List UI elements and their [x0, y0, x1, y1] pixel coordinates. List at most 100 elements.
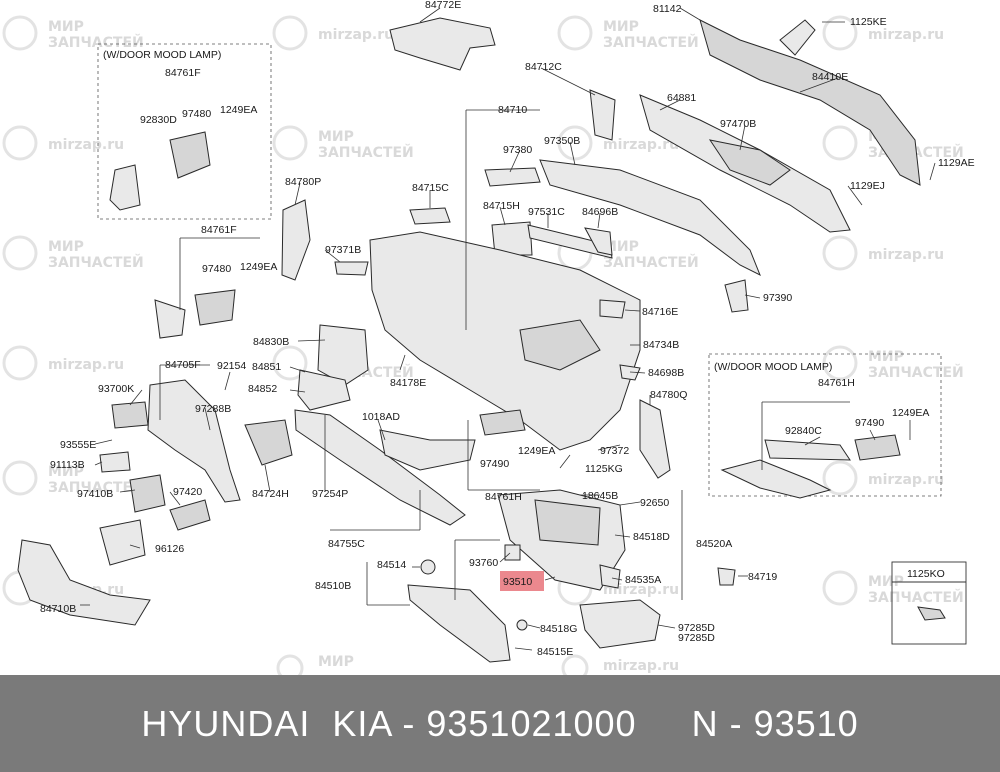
label-84712C: 84712C [525, 61, 562, 73]
part-84410E-shape [699, 19, 921, 186]
label-84761H-b: 84761H [485, 491, 522, 503]
label-1018AD: 1018AD [362, 411, 400, 423]
label-84772E: 84772E [425, 0, 461, 11]
part-84716E-shape [599, 299, 626, 319]
part-97531C-shape [527, 224, 613, 259]
label-84761F-b: 84761F [201, 224, 237, 236]
watermark-site: mirzap.ru [603, 582, 679, 598]
label-84734B: 84734B [643, 339, 679, 351]
label-84520A: 84520A [696, 538, 732, 550]
label-97371B: 97371B [325, 244, 361, 256]
label-97380: 97380 [503, 144, 532, 156]
label-97470B: 97470B [720, 118, 756, 130]
watermark-text: МИР [868, 574, 904, 590]
part-84514-shape [420, 559, 436, 575]
label-93700K: 93700K [98, 383, 134, 395]
watermark-text: ЗАПЧАСТЕЙ [603, 254, 699, 271]
label-97350B: 97350B [544, 135, 580, 147]
part-97390-shape [724, 279, 749, 313]
part-97480-a-vent [169, 131, 211, 179]
part-1125KO-bolt [917, 606, 946, 621]
part-91113B-shape [99, 451, 131, 473]
label-97490-a: 97490 [855, 417, 884, 429]
label-97420: 97420 [173, 486, 202, 498]
label-92830D: 92830D [140, 114, 177, 126]
watermark-site: mirzap.ru [603, 137, 679, 153]
label-92154: 92154 [217, 360, 246, 372]
watermark-site: mirzap.ru [48, 357, 124, 373]
part-84698B-shape [619, 364, 641, 381]
part-84761H-bezel [720, 459, 832, 499]
label-97372: 97372 [600, 445, 629, 457]
label-84518D: 84518D [633, 531, 670, 543]
label-1125KE: 1125KE [850, 16, 887, 28]
label-1249EA-c: 1249EA [892, 407, 929, 419]
part-84510B-shape [407, 584, 511, 663]
label-84761F-a: 84761F [165, 67, 201, 79]
part-84755C-shape [294, 409, 466, 526]
part-1125KE-bracket [779, 19, 816, 56]
part-93700K-shape [111, 401, 149, 429]
watermark-text: ЗАПЧАСТЕЙ [48, 479, 144, 496]
watermark-site: mirzap.ru [868, 247, 944, 263]
part-84518D-inner [534, 499, 601, 546]
label-93555E: 93555E [60, 439, 96, 451]
label-97285D-b: 97285D [678, 632, 715, 644]
label-84698B: 84698B [648, 367, 684, 379]
part-84761F-b-bezel [154, 299, 186, 339]
label-1249EA-a: 1249EA [220, 104, 257, 116]
label-81142: 81142 [653, 3, 682, 15]
part-96126-shape [99, 519, 146, 566]
part-97490-b-panel [379, 429, 476, 471]
watermark-text: ЗАПЧАСТЕЙ [868, 589, 964, 606]
footer-part-number: HYUNDAI KIA - 9351021000 N - 93510 [141, 702, 859, 744]
label-84780P: 84780P [285, 176, 321, 188]
watermark-text: МИР [603, 19, 639, 35]
watermark-text: ЗАПЧАСТЕЙ [318, 144, 414, 161]
part-84724H-shape [244, 419, 293, 466]
label-97480-a: 97480 [182, 108, 211, 120]
part-84780Q-shape [639, 399, 671, 479]
watermark-text: ЗАПЧАСТЕЙ [48, 34, 144, 51]
footer-bar: HYUNDAI KIA - 9351021000 N - 93510 [0, 675, 1000, 772]
label-97285D-a: 97285D [678, 622, 715, 634]
highlight-93510 [500, 571, 544, 591]
label-84178E: 84178E [390, 377, 426, 389]
watermark-text: МИР [48, 239, 84, 255]
part-84830B-shape [317, 324, 369, 386]
part-97490-a-vent [854, 434, 901, 461]
label-84515E: 84515E [537, 646, 573, 658]
label-1129AE: 1129AE [938, 157, 975, 169]
bolt-box-title: 1125KO [907, 568, 945, 580]
label-93510: 93510 [503, 576, 532, 588]
label-64881: 64881 [667, 92, 696, 104]
watermark-text: МИР [318, 654, 354, 670]
part-97380-shape [484, 167, 541, 187]
label-84715C: 84715C [412, 182, 449, 194]
mood-lamp-box-right [708, 353, 942, 497]
mood-lamp-box-left [97, 43, 272, 220]
label-92840C: 92840C [785, 425, 822, 437]
label-93760: 93760 [469, 557, 498, 569]
label-97288B: 97288B [195, 403, 231, 415]
label-1249EA-b: 1249EA [240, 261, 277, 273]
part-97490-b-vent [479, 409, 526, 436]
part-84715C-shape [409, 207, 451, 225]
part-84780P-shape [281, 199, 311, 281]
leader-lines [80, 7, 936, 651]
part-84518G-shape [516, 619, 528, 631]
part-84761F-a-bezel [109, 164, 141, 211]
label-84716E: 84716E [642, 306, 678, 318]
part-97470B-shape [708, 139, 791, 186]
part-97285D-shape [579, 599, 661, 649]
part-crash-pad-panel [519, 319, 601, 371]
part-84710B-shape [17, 539, 151, 626]
label-84830B: 84830B [253, 336, 289, 348]
label-84410E: 84410E [812, 71, 848, 83]
part-crash-pad-main [369, 231, 641, 451]
watermark-text: МИР [868, 349, 904, 365]
label-84719: 84719 [748, 571, 777, 583]
watermark-site: mirzap.ru [868, 472, 944, 488]
part-97420-shape [169, 499, 211, 531]
watermark-text: МИР [48, 464, 84, 480]
